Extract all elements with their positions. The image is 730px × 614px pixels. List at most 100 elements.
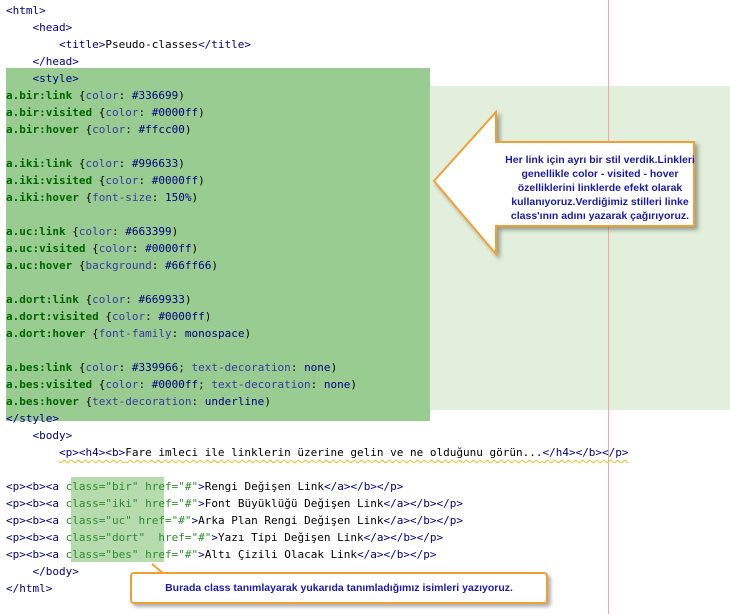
code-token: : xyxy=(125,293,139,306)
code-token xyxy=(6,55,33,68)
code-token: ) xyxy=(184,293,192,306)
code-token: Altı Çizili Olacak Link xyxy=(204,548,358,561)
code-token xyxy=(6,446,59,459)
code-token: ) xyxy=(350,378,358,391)
code-token xyxy=(6,565,33,578)
code-token: </a></b></p> xyxy=(383,497,464,510)
code-token: ) xyxy=(198,106,205,119)
code-token: color xyxy=(85,361,119,374)
code-line: <p><b><a class="uc" href="#">Arka Plan R… xyxy=(6,512,629,529)
code-token: { xyxy=(78,293,93,306)
code-token: : xyxy=(151,259,165,272)
code-token: : xyxy=(131,242,146,255)
code-token: a.bes:hover xyxy=(6,395,79,408)
code-token: ) xyxy=(184,123,192,136)
code-token: </a></b></p> xyxy=(363,531,444,544)
arrow-callout-text: Her link için ayrı bir stil verdik.Linkl… xyxy=(505,154,695,222)
code-token: underline xyxy=(204,395,265,408)
code-token: href= xyxy=(138,480,179,493)
code-token: "#" xyxy=(178,480,199,493)
code-token: { xyxy=(85,242,99,255)
code-token: { xyxy=(78,123,93,136)
code-line: <head> xyxy=(6,19,629,36)
code-line: a.bes:hover {text-decoration: underline) xyxy=(6,393,629,410)
code-line: a.iki:link {color: #996633) xyxy=(6,155,629,172)
code-token: class= xyxy=(65,514,106,527)
code-token: "dort" xyxy=(105,531,146,544)
code-line: a.iki:hover {font-size: 150%) xyxy=(6,189,629,206)
code-token: "bir" xyxy=(105,480,139,493)
code-token: a.bir:visited xyxy=(6,106,93,119)
code-token: <html> xyxy=(6,4,46,17)
code-token: : xyxy=(118,89,132,102)
code-editor[interactable]: <html> <head> <title>Pseudo-classes</tit… xyxy=(6,2,629,597)
code-token: background xyxy=(85,259,152,272)
code-token: #336699 xyxy=(131,89,179,102)
print-margin-line xyxy=(608,0,609,614)
code-line: a.bes:visited {color: #0000ff; text-deco… xyxy=(6,376,629,393)
code-token: <title> xyxy=(58,38,106,51)
code-token: color xyxy=(85,89,119,102)
code-token: a.dort:visited xyxy=(6,310,99,323)
code-token: { xyxy=(65,225,79,238)
code-token: none xyxy=(323,378,351,391)
code-token: { xyxy=(72,157,86,170)
code-token: #0000ff xyxy=(151,106,199,119)
code-token: : xyxy=(145,310,159,323)
code-token: </title> xyxy=(198,38,252,51)
code-token: color xyxy=(105,378,139,391)
code-token: a.dort:hover xyxy=(6,327,86,340)
code-line: a.uc:hover {background: #66ff66) xyxy=(6,257,629,274)
code-token: #0000ff xyxy=(151,378,199,391)
code-line: </head> xyxy=(6,53,629,70)
class-attr-highlight xyxy=(71,477,164,562)
code-token: : xyxy=(118,157,132,170)
code-token: > xyxy=(211,531,218,544)
code-token: : xyxy=(138,106,152,119)
code-token: a.iki:visited xyxy=(6,174,93,187)
code-line: </body> xyxy=(6,563,629,580)
code-line: <p><b><a class="bir" href="#">Rengi Deği… xyxy=(6,478,629,495)
code-token: #0000ff xyxy=(158,310,205,323)
code-token: class= xyxy=(65,497,106,510)
code-line: a.dort:hover {font-family: monospace) xyxy=(6,325,629,342)
code-token: text-decoration xyxy=(211,378,311,391)
code-token: ) xyxy=(204,310,212,323)
code-token: : xyxy=(111,225,126,238)
code-token: href= xyxy=(131,514,172,527)
code-token: </h4></b></p> xyxy=(542,446,629,459)
code-line: <p><h4><b>Fare imleci ile linklerin üzer… xyxy=(6,444,629,461)
code-token: a.bir:link xyxy=(6,89,73,102)
code-line: <html> xyxy=(6,2,629,19)
code-token: { xyxy=(72,361,86,374)
code-token: Arka Plan Rengi Değişen Link xyxy=(198,514,384,527)
code-token: class= xyxy=(65,531,106,544)
code-token: Pseudo-classes xyxy=(105,38,199,51)
code-line: a.bir:link {color: #336699) xyxy=(6,87,629,104)
code-token: ) xyxy=(178,89,185,102)
code-token: 150% xyxy=(164,191,192,204)
code-token: ) xyxy=(330,361,338,374)
code-token: color xyxy=(78,225,112,238)
code-line: <p><b><a class="iki" href="#">Font Büyük… xyxy=(6,495,629,512)
arrow-callout-shape xyxy=(432,109,695,257)
code-token: : xyxy=(171,327,185,340)
code-token: ; xyxy=(198,378,212,391)
code-line xyxy=(6,342,629,359)
code-token: "#" xyxy=(191,531,212,544)
code-token: a.uc:visited xyxy=(6,242,86,255)
code-line: a.uc:link {color: #663399) xyxy=(6,223,629,240)
code-token: #ffcc00 xyxy=(138,123,185,136)
code-token: { xyxy=(98,310,112,323)
code-token: > xyxy=(191,514,199,527)
code-token: #339966 xyxy=(131,361,179,374)
code-token: href= xyxy=(145,531,192,544)
code-token: : xyxy=(290,361,305,374)
code-token: <p><b><a xyxy=(6,497,66,510)
code-token: text-decoration xyxy=(191,361,291,374)
code-token: ) xyxy=(198,174,205,187)
code-token: a.dort:link xyxy=(6,293,79,306)
code-line: <body> xyxy=(6,427,629,444)
code-token: <p><h4><b> xyxy=(58,446,126,459)
code-token: text-decoration xyxy=(92,395,192,408)
